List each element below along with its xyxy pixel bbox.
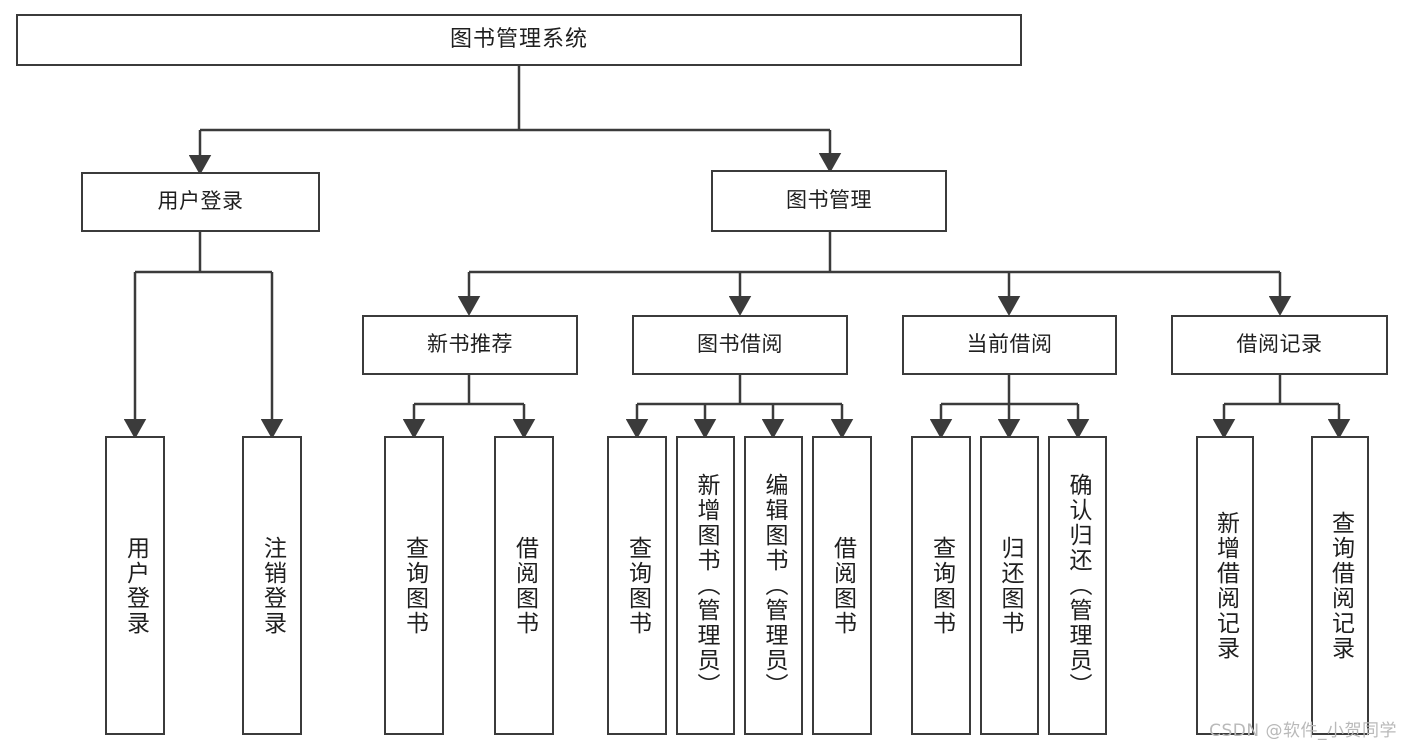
leaf-book-borrow-edit-book-admin[interactable]: 编辑图书（管理员）	[744, 436, 803, 735]
node-label: 借阅图书	[511, 535, 538, 636]
node-current-borrow[interactable]: 当前借阅	[902, 315, 1117, 375]
node-label: 查询图书	[401, 535, 428, 636]
node-borrow-record[interactable]: 借阅记录	[1171, 315, 1388, 375]
node-label: 新增借阅记录	[1212, 510, 1239, 661]
leaf-user-login-login[interactable]: 用户登录	[105, 436, 165, 735]
leaf-borrow-record-add-record[interactable]: 新增借阅记录	[1196, 436, 1254, 735]
node-label: 查询借阅记录	[1327, 510, 1354, 661]
leaf-book-borrow-query-book[interactable]: 查询图书	[607, 436, 667, 735]
leaf-new-book-query-book[interactable]: 查询图书	[384, 436, 444, 735]
leaf-book-borrow-borrow-book[interactable]: 借阅图书	[812, 436, 872, 735]
leaf-current-borrow-query-book[interactable]: 查询图书	[911, 436, 971, 735]
node-label: 新书推荐	[427, 332, 513, 357]
node-label: 查询图书	[928, 535, 955, 636]
node-label: 查询图书	[624, 535, 651, 636]
node-user-login[interactable]: 用户登录	[81, 172, 320, 232]
leaf-current-borrow-return-book[interactable]: 归还图书	[980, 436, 1039, 735]
node-label: 借阅记录	[1236, 332, 1323, 357]
node-label: 当前借阅	[966, 332, 1053, 357]
node-label: 编辑图书（管理员）	[761, 473, 787, 698]
leaf-current-borrow-confirm-return-admin[interactable]: 确认归还（管理员）	[1048, 436, 1107, 735]
node-book-borrow[interactable]: 图书借阅	[632, 315, 848, 375]
leaf-borrow-record-query-record[interactable]: 查询借阅记录	[1311, 436, 1369, 735]
node-label: 用户登录	[157, 189, 244, 214]
node-root-book-management-system[interactable]: 图书管理系统	[16, 14, 1022, 66]
node-new-book-recommend[interactable]: 新书推荐	[362, 315, 578, 375]
node-label: 图书管理	[786, 188, 872, 213]
leaf-user-login-logout[interactable]: 注销登录	[242, 436, 302, 735]
leaf-new-book-borrow-book[interactable]: 借阅图书	[494, 436, 554, 735]
node-label: 归还图书	[997, 535, 1023, 636]
node-label: 新增图书（管理员）	[693, 473, 719, 698]
node-label: 借阅图书	[829, 535, 856, 636]
leaf-book-borrow-add-book-admin[interactable]: 新增图书（管理员）	[676, 436, 735, 735]
node-book-management[interactable]: 图书管理	[711, 170, 947, 232]
node-label: 图书借阅	[697, 332, 783, 357]
csdn-watermark: CSDN @软件_小贺同学	[1209, 721, 1397, 741]
node-label: 确认归还（管理员）	[1065, 473, 1091, 698]
node-label: 用户登录	[122, 535, 149, 636]
node-label: 图书管理系统	[449, 26, 588, 52]
node-label: 注销登录	[259, 535, 286, 636]
